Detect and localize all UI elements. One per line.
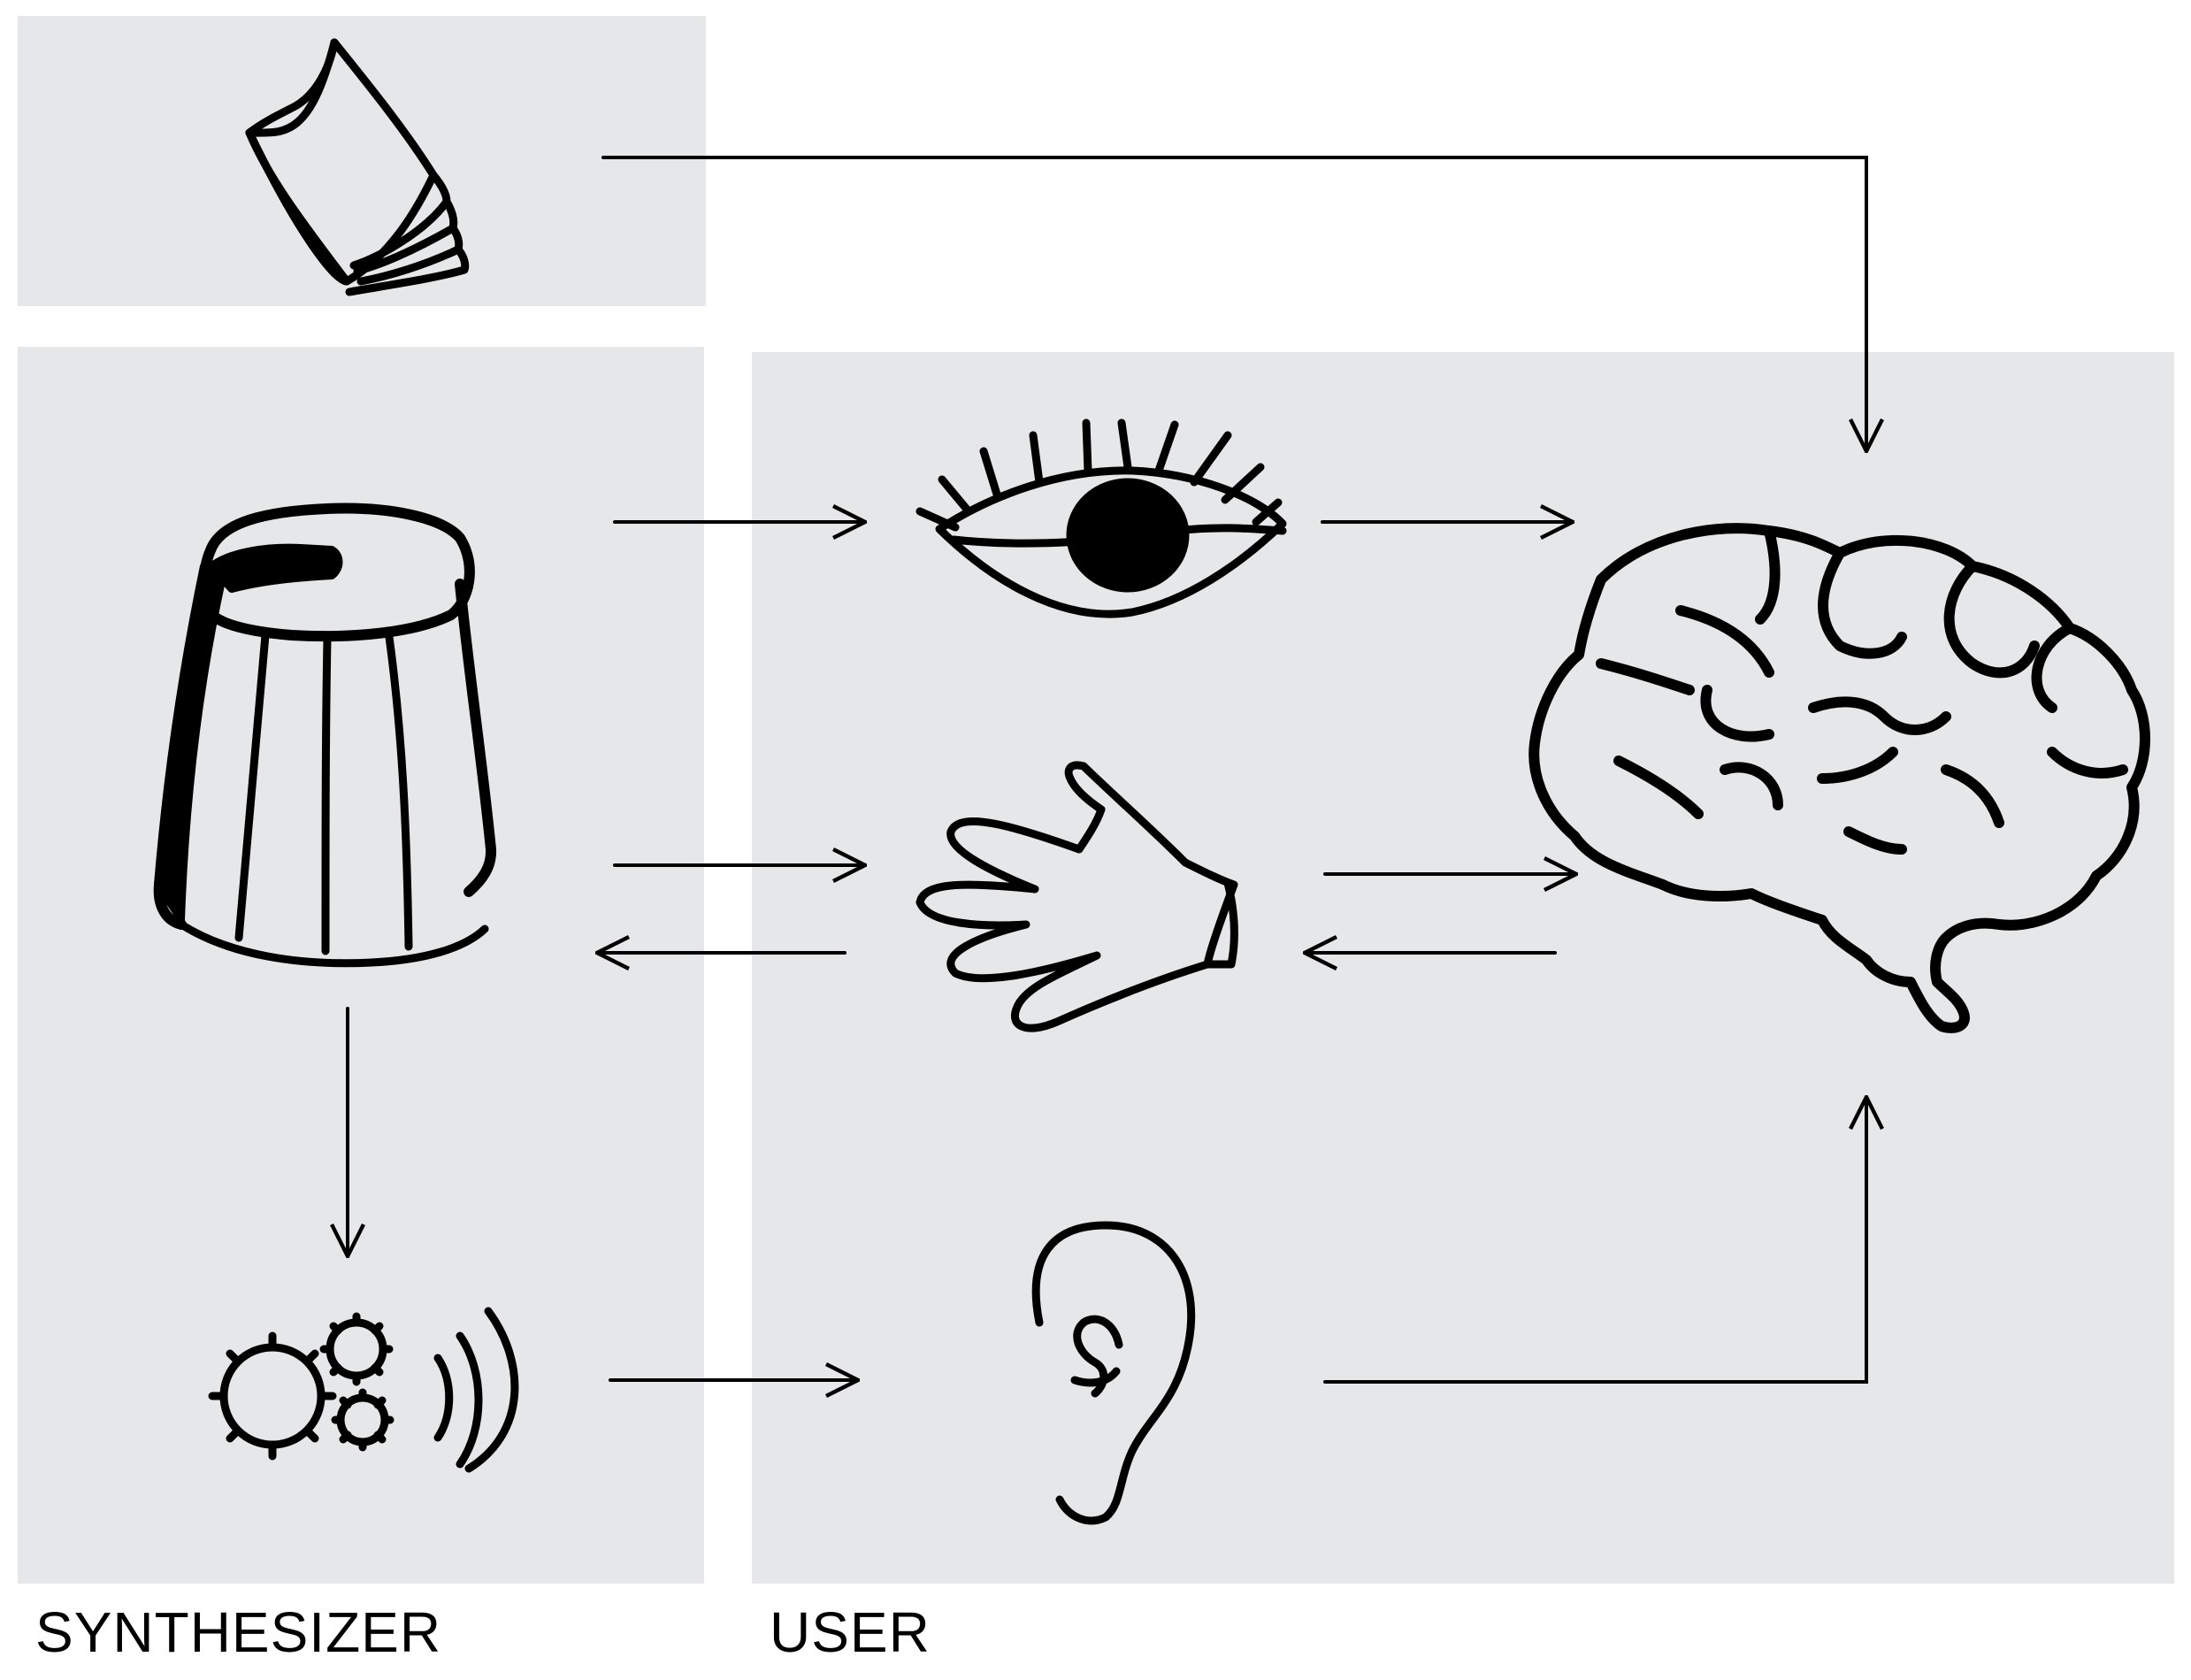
user-label: USER xyxy=(770,1600,931,1664)
eye-icon xyxy=(915,418,1287,618)
arrow-ear-to-brain xyxy=(1323,1095,1866,1384)
book-icon xyxy=(245,38,470,296)
brain-icon xyxy=(1528,523,2150,1033)
arrow-book-to-brain xyxy=(601,156,1866,453)
manual-panel xyxy=(18,16,706,306)
hand-icon xyxy=(915,761,1238,1032)
knob-icon xyxy=(153,502,497,968)
sound-engine-icon xyxy=(208,1307,519,1473)
ear-icon xyxy=(1031,1221,1196,1525)
synthesizer-label: SYNTHESIZER xyxy=(35,1600,442,1664)
